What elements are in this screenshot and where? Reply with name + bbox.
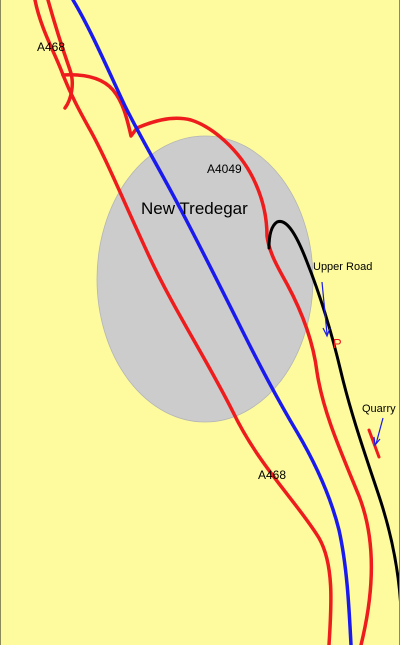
parking-label: P <box>333 336 342 351</box>
upper-road-label: Upper Road <box>313 261 373 273</box>
road-label-a468-south: A468 <box>258 468 287 482</box>
river <box>71 0 353 645</box>
quarry-marker <box>367 428 381 459</box>
road-label-a468-north: A468 <box>37 40 66 54</box>
a4049-road <box>61 73 374 645</box>
quarry-label: Quarry <box>362 403 396 415</box>
town-label: New Tredegar <box>141 199 248 218</box>
a468-road-east <box>46 0 74 110</box>
road-label-a4049: A4049 <box>207 162 242 176</box>
quarry-pointer <box>373 417 384 447</box>
upper-road-pointer <box>321 281 331 338</box>
upper-road-lane <box>267 220 399 603</box>
town-area <box>96 135 314 423</box>
a468-road-west <box>33 0 333 645</box>
